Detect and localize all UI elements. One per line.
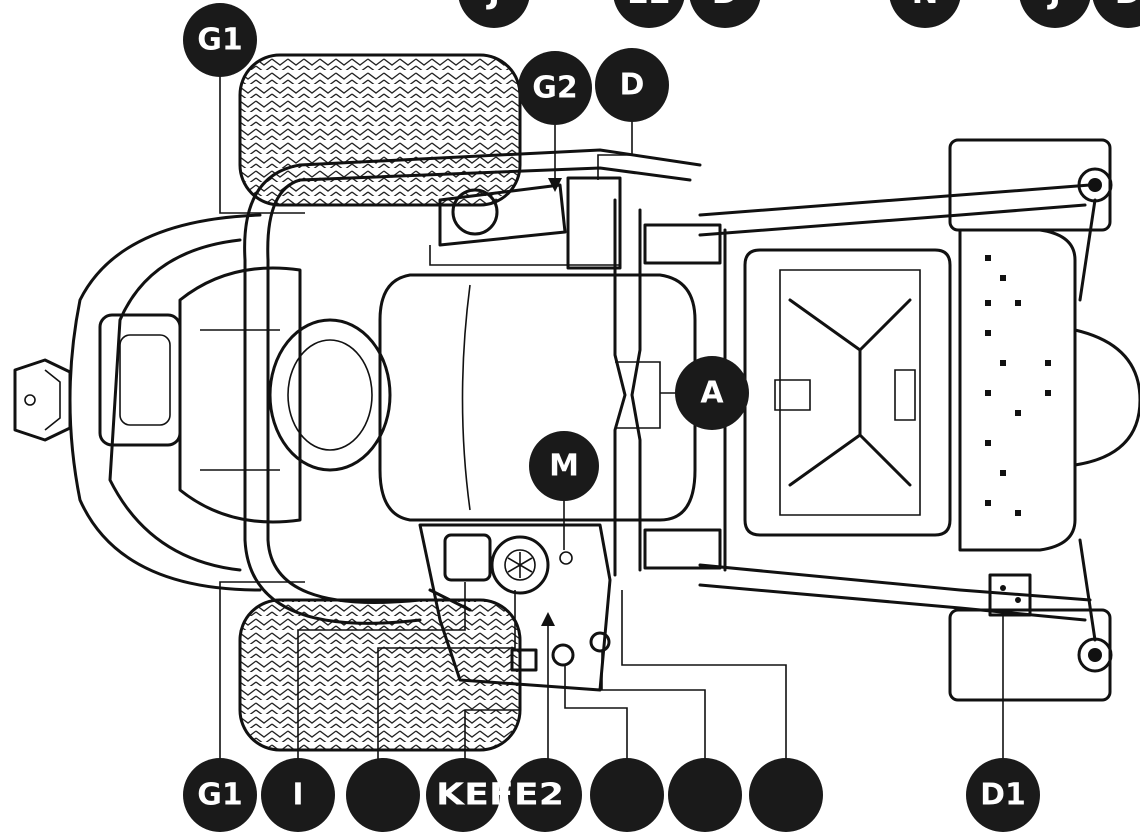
rear-tire-top	[238, 53, 522, 207]
rear-hitch	[13, 358, 72, 442]
leader-lines	[219, 45, 1004, 790]
callout-blank-1	[346, 758, 420, 832]
svg-text:D: D	[1115, 0, 1140, 11]
front-bumper	[1073, 328, 1140, 467]
deck-height-bracket	[988, 573, 1032, 617]
svg-text:M: M	[549, 449, 579, 484]
svg-text:I: I	[292, 778, 303, 813]
svg-text:G1: G1	[197, 23, 243, 58]
callout-a: A	[675, 356, 749, 430]
svg-text:D: D	[620, 68, 645, 103]
svg-text:N: N	[912, 0, 939, 11]
control-panel	[418, 523, 612, 692]
svg-text:J: J	[1047, 0, 1061, 11]
front-caster-bottom	[948, 538, 1113, 702]
callout-g1-bottom: G1	[183, 758, 257, 832]
motion-control-levers	[613, 198, 722, 577]
callout-top-d: D	[689, 0, 761, 28]
callout-blank-3	[668, 758, 742, 832]
arrow-g2	[548, 178, 562, 192]
svg-text:J: J	[486, 0, 500, 11]
callout-d1: D1	[966, 758, 1040, 832]
callout-top-e2: E2	[613, 0, 685, 28]
svg-text:KEFE2: KEFE2	[436, 778, 564, 813]
svg-text:E2: E2	[627, 0, 671, 11]
front-deck-plate	[958, 228, 1077, 552]
callout-g1-top: G1	[183, 3, 257, 77]
callout-i: I	[261, 758, 335, 832]
floor-pan	[743, 248, 952, 537]
fuel-tank-area	[429, 176, 622, 270]
svg-text:G2: G2	[532, 71, 578, 106]
callout-top-j-2: J	[1019, 0, 1091, 28]
callout-top-d-2: D	[1092, 0, 1140, 28]
callout-g2: G2	[518, 51, 592, 125]
top-partial-callouts: J E2 D N J D	[458, 0, 1140, 28]
callout-kefe2: KEFE2	[426, 758, 582, 832]
callout-m: M	[529, 431, 599, 501]
engine	[178, 266, 392, 524]
callout-top-n: N	[889, 0, 961, 28]
roll-over-protection-bar	[243, 148, 702, 625]
svg-text:A: A	[700, 376, 724, 411]
front-caster-top	[948, 138, 1113, 302]
operator-seat	[378, 273, 697, 522]
callout-blank-2	[590, 758, 664, 832]
callout-d: D	[595, 48, 669, 122]
callout-blank-4	[749, 758, 823, 832]
svg-text:D: D	[712, 0, 739, 11]
callout-top-j-1: J	[458, 0, 530, 28]
rear-body	[68, 213, 262, 592]
svg-text:D1: D1	[980, 778, 1026, 813]
svg-text:G1: G1	[197, 778, 243, 813]
arrow-e2	[541, 612, 555, 626]
